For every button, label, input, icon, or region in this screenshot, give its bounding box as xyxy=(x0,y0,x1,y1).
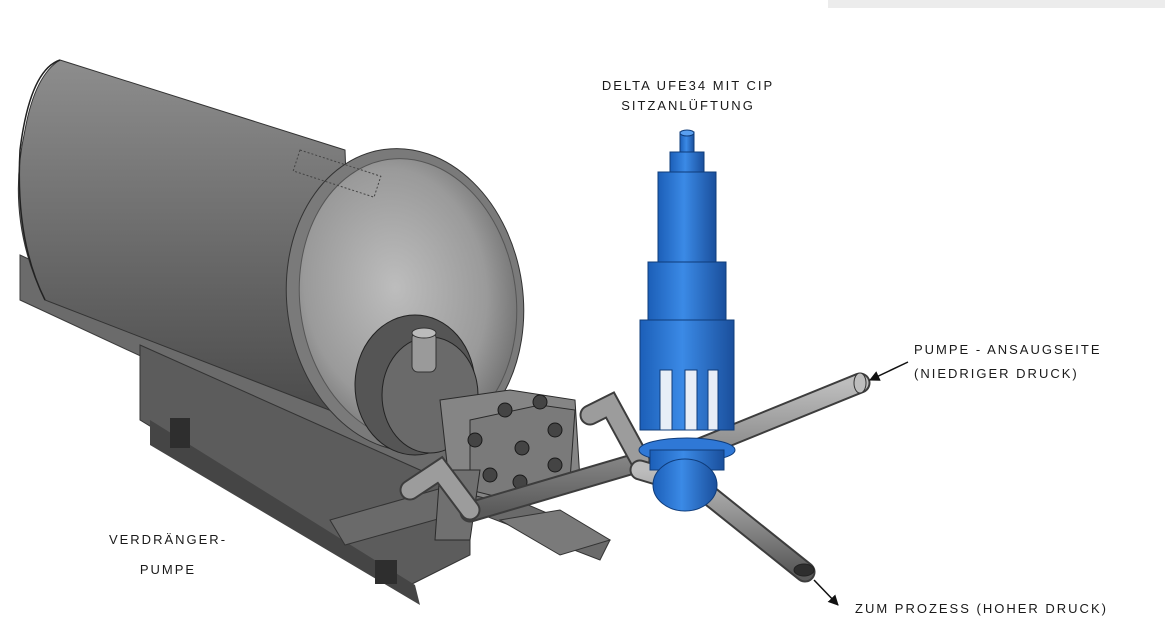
valve-label-line-1: DELTA UFE34 MIT CIP xyxy=(601,78,775,93)
pump-label-line-1: VERDRÄNGER- xyxy=(108,532,228,547)
valve-label: DELTA UFE34 MIT CIP SITZANLÜFTUNG xyxy=(588,76,788,116)
suction-arrow xyxy=(869,361,909,381)
suction-label-line-2: (NIEDRIGER DRUCK) xyxy=(914,366,1079,381)
delta-ufe34-valve xyxy=(638,129,736,512)
motor xyxy=(17,59,525,452)
process-label: ZUM PROZESS (HOHER DRUCK) xyxy=(855,601,1108,616)
top-bar xyxy=(828,0,1165,8)
pump-label: VERDRÄNGER- PUMPE xyxy=(78,530,258,580)
suction-label: PUMPE - ANSAUGSEITE (NIEDRIGER DRUCK) xyxy=(914,340,1102,384)
suction-label-line-1: PUMPE - ANSAUGSEITE xyxy=(914,342,1102,357)
valve-label-line-2: SITZANLÜFTUNG xyxy=(621,98,755,113)
process-arrow xyxy=(813,579,839,606)
pump-label-line-2: PUMPE xyxy=(139,562,197,577)
